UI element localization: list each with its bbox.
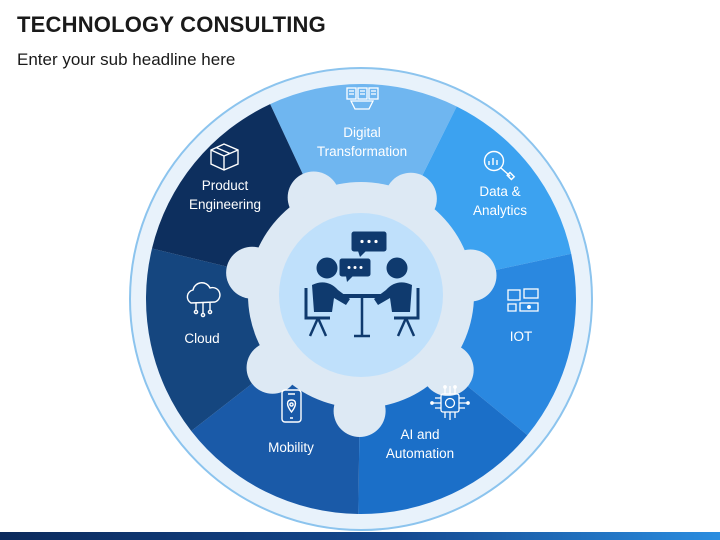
box-package-icon [210,143,239,171]
smartphone-location-icon [281,389,302,423]
documents-icon [346,87,379,110]
segment-label-data-1: Data & [479,184,520,199]
right-person-head [386,257,408,279]
segment-label-ai-2: Automation [386,446,454,461]
segment-label-digital-2: Transformation [317,144,407,159]
segment-label-mobility: Mobility [268,440,314,455]
segment-label-product-2: Engineering [189,197,261,212]
iot-devices-icon [507,288,539,312]
meeting-table [336,294,388,298]
segment-label-cloud: Cloud [184,331,219,346]
segment-label-product-1: Product [202,178,249,193]
left-person-head [316,257,338,279]
segment-label-data-2: Analytics [473,203,527,218]
segment-label-ai-1: AI and [400,427,439,442]
segment-labels: Digital Transformation Data & Analytics … [184,125,532,461]
ai-chip-icon [430,385,470,420]
page-subtitle: Enter your sub headline here [17,50,236,69]
consultation-meeting-icon [304,231,420,338]
segment-label-digital-1: Digital [343,125,381,140]
cloud-network-icon [186,282,221,318]
page-title: TECHNOLOGY CONSULTING [17,12,326,37]
bottom-accent-bar [0,532,720,540]
analytics-magnifier-icon [483,150,516,181]
segment-label-iot: IOT [510,329,533,344]
